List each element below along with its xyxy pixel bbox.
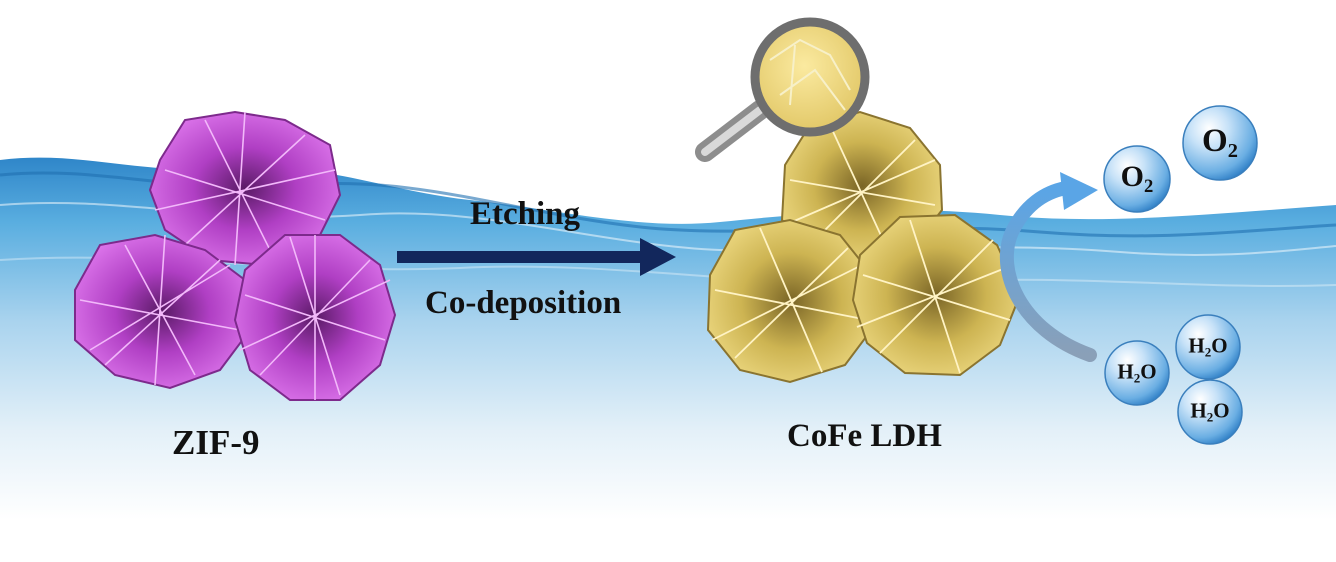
zif9-cluster bbox=[74, 110, 397, 401]
h2o-bubble bbox=[1104, 340, 1170, 406]
h2o-formula: H2O bbox=[1188, 333, 1228, 360]
co-deposition-label: Co-deposition bbox=[425, 285, 622, 321]
cofe-ldh-cluster bbox=[706, 110, 1022, 384]
cofe-ldh-label: CoFe LDH bbox=[787, 418, 942, 454]
oer-curved-arrow bbox=[999, 172, 1098, 362]
o2-bubble bbox=[1182, 105, 1258, 181]
zif9-flower bbox=[233, 234, 397, 401]
magnifier-icon bbox=[695, 17, 870, 162]
h2o-bubble bbox=[1177, 379, 1243, 445]
h2o-bubble bbox=[1175, 314, 1241, 380]
etching-label: Etching bbox=[470, 196, 581, 232]
h2o-formula: H2O bbox=[1117, 359, 1157, 386]
h2o-formula: H2O bbox=[1190, 398, 1230, 425]
o2-formula: O2 bbox=[1202, 122, 1238, 163]
o2-bubble bbox=[1103, 145, 1171, 213]
ldh-flower bbox=[851, 213, 1022, 377]
process-arrow bbox=[397, 238, 676, 276]
o2-formula: O2 bbox=[1120, 160, 1154, 197]
zif9-label: ZIF-9 bbox=[172, 423, 260, 462]
zif9-flower bbox=[148, 110, 342, 267]
